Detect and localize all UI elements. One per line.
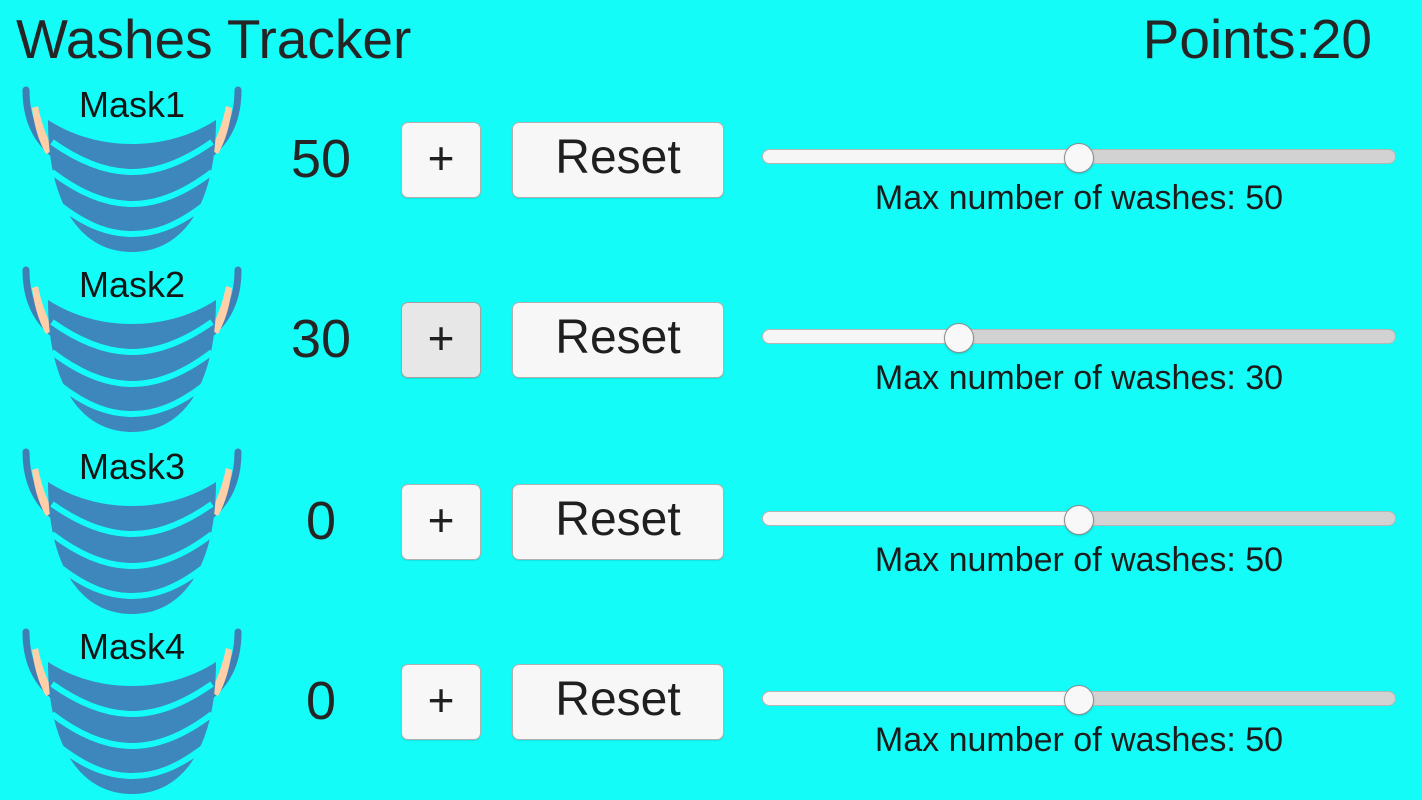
mask-name-label: Mask1 [78,84,186,125]
max-washes-slider-group: Max number of washes: 30 [762,258,1396,438]
reset-button-label: Reset [555,673,681,726]
increment-washes-button[interactable]: + [401,484,481,560]
max-washes-caption: Max number of washes: 50 [874,179,1284,217]
plus-icon: + [427,674,455,726]
wash-count-value: 0 [305,491,337,551]
slider-thumb[interactable] [1064,505,1094,535]
max-washes-caption: Max number of washes: 30 [874,359,1284,397]
mask-name-label: Mask2 [78,264,186,305]
max-washes-slider-group: Max number of washes: 50 [762,78,1396,258]
face-mask-icon [22,266,242,432]
mask-name-label: Mask3 [78,446,186,487]
plus-icon: + [427,132,455,184]
plus-icon: + [427,494,455,546]
face-mask-icon [22,86,242,252]
slider-fill [762,691,1079,706]
wash-count-value: 0 [305,671,337,731]
plus-icon: + [427,312,455,364]
mask-figure: Mask1 [8,80,256,258]
mask-figure: Mask4 [8,622,256,800]
max-washes-caption: Max number of washes: 50 [874,721,1284,759]
slider-thumb[interactable] [1064,685,1094,715]
face-mask-icon [22,628,242,794]
reset-washes-button[interactable]: Reset [512,484,724,560]
page-title: Washes Tracker [16,8,412,70]
face-mask-icon [22,448,242,614]
reset-button-label: Reset [555,311,681,364]
mask-figure: Mask2 [8,260,256,438]
slider-fill [762,511,1079,526]
reset-washes-button[interactable]: Reset [512,302,724,378]
max-washes-slider[interactable] [762,323,1396,353]
slider-thumb[interactable] [1064,143,1094,173]
mask-row: Mask1 50 + Reset Max number of washes: 5… [0,78,1422,258]
max-washes-slider-group: Max number of washes: 50 [762,440,1396,620]
reset-washes-button[interactable]: Reset [512,122,724,198]
mask-figure: Mask3 [8,442,256,620]
wash-count-value: 30 [290,309,352,369]
app-header: Washes Tracker Points:20 [0,0,1422,78]
mask-row: Mask4 0 + Reset Max number of washes: 50 [0,620,1422,800]
max-washes-slider[interactable] [762,143,1396,173]
slider-thumb[interactable] [943,323,974,353]
increment-washes-button[interactable]: + [401,122,481,198]
mask-name-label: Mask4 [78,626,186,667]
slider-fill [762,329,959,344]
max-washes-caption: Max number of washes: 50 [874,541,1284,579]
reset-button-label: Reset [555,493,681,546]
reset-washes-button[interactable]: Reset [512,664,724,740]
reset-button-label: Reset [555,131,681,184]
increment-washes-button[interactable]: + [401,302,481,378]
max-washes-slider[interactable] [762,505,1396,535]
slider-fill [762,149,1079,164]
mask-row: Mask2 30 + Reset Max number of washes: 3… [0,258,1422,438]
mask-row: Mask3 0 + Reset Max number of washes: 50 [0,440,1422,620]
points-display: Points:20 [1142,8,1372,70]
wash-count-value: 50 [290,129,352,189]
max-washes-slider[interactable] [762,685,1396,715]
increment-washes-button[interactable]: + [401,664,481,740]
max-washes-slider-group: Max number of washes: 50 [762,620,1396,800]
